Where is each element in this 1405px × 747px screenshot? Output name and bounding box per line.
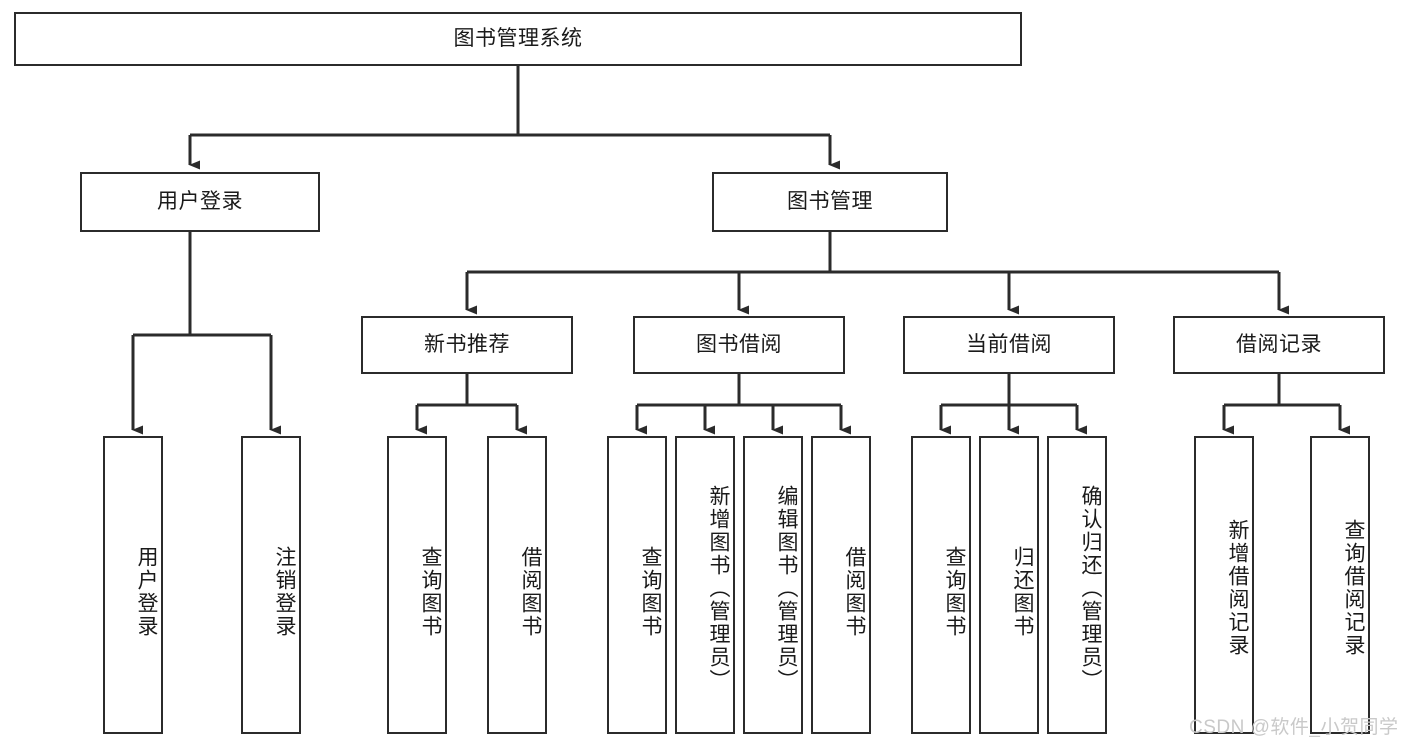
node-label: 查询图书 [419, 546, 442, 638]
node-leaf-add-book-admin[interactable]: 新增图书（管理员） [675, 436, 735, 734]
node-label: 图书借阅 [696, 333, 782, 357]
node-label: 归还图书 [1011, 546, 1034, 638]
node-leaf-query-borrow-record[interactable]: 查询借阅记录 [1310, 436, 1370, 734]
node-current-borrowing[interactable]: 当前借阅 [903, 316, 1115, 374]
node-leaf-user-login[interactable]: 用户登录 [103, 436, 163, 734]
node-label: 借阅图书 [519, 546, 542, 638]
node-leaf-confirm-return-admin[interactable]: 确认归还（管理员） [1047, 436, 1107, 734]
node-library-management-system[interactable]: 图书管理系统 [14, 12, 1022, 66]
node-book-borrowing[interactable]: 图书借阅 [633, 316, 845, 374]
node-leaf-return-book[interactable]: 归还图书 [979, 436, 1039, 734]
node-label: 用户登录 [135, 546, 158, 638]
node-label: 查询借阅记录 [1342, 519, 1365, 657]
node-label: 借阅图书 [843, 546, 866, 638]
node-leaf-query-book-2[interactable]: 查询图书 [607, 436, 667, 734]
node-label: 用户登录 [157, 190, 243, 214]
node-label: 查询图书 [639, 546, 662, 638]
node-label: 编辑图书（管理员） [775, 484, 798, 692]
watermark: CSDN @软件_小贺同学 [1189, 717, 1399, 738]
node-borrowing-record[interactable]: 借阅记录 [1173, 316, 1385, 374]
node-label: 图书管理 [787, 190, 873, 214]
node-label: 新增图书（管理员） [707, 484, 730, 692]
node-leaf-borrow-book-1[interactable]: 借阅图书 [487, 436, 547, 734]
node-leaf-add-borrow-record[interactable]: 新增借阅记录 [1194, 436, 1254, 734]
node-leaf-edit-book-admin[interactable]: 编辑图书（管理员） [743, 436, 803, 734]
node-label: 新书推荐 [424, 333, 510, 357]
node-book-management[interactable]: 图书管理 [712, 172, 948, 232]
node-label: 新增借阅记录 [1226, 519, 1249, 657]
node-leaf-logout-login[interactable]: 注销登录 [241, 436, 301, 734]
node-label: 确认归还（管理员） [1079, 484, 1102, 692]
node-label: 当前借阅 [966, 333, 1052, 357]
node-leaf-borrow-book-2[interactable]: 借阅图书 [811, 436, 871, 734]
node-label: 图书管理系统 [453, 27, 583, 51]
node-label: 查询图书 [943, 546, 966, 638]
node-label: 注销登录 [273, 546, 296, 638]
node-leaf-query-book-3[interactable]: 查询图书 [911, 436, 971, 734]
node-label: 借阅记录 [1236, 333, 1322, 357]
node-leaf-query-book-1[interactable]: 查询图书 [387, 436, 447, 734]
node-user-login[interactable]: 用户登录 [80, 172, 320, 232]
node-new-book-recommendation[interactable]: 新书推荐 [361, 316, 573, 374]
